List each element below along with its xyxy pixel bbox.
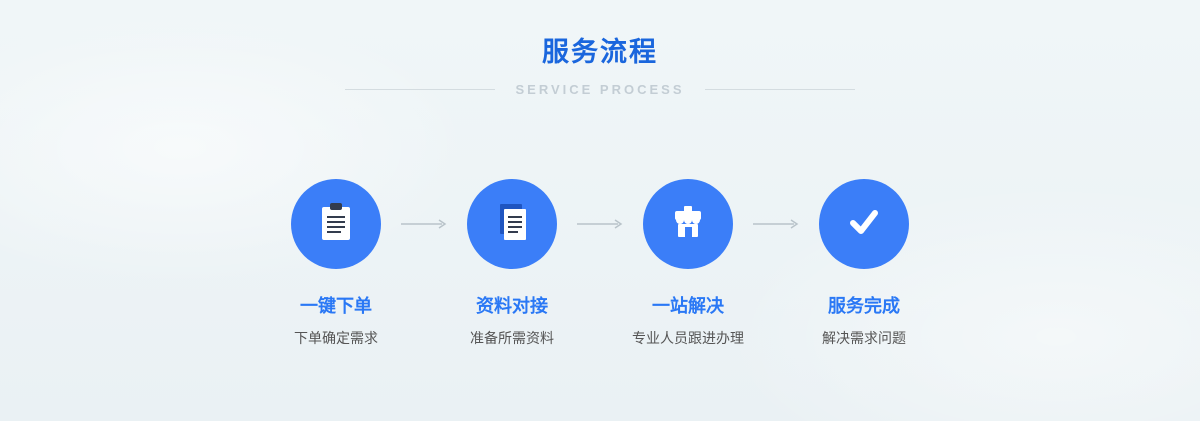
step-desc: 准备所需资料 (470, 330, 554, 346)
step-title: 服务完成 (828, 296, 900, 316)
subtitle-row: SERVICE PROCESS (0, 82, 1200, 97)
checkmark-icon (842, 200, 886, 249)
process-steps: 一键下单 下单确定需求 资料对接 准备所需资料 (0, 179, 1200, 348)
step-title: 一键下单 (300, 296, 372, 316)
divider-right (704, 89, 855, 90)
step-circle (291, 179, 381, 269)
step-desc: 下单确定需求 (294, 330, 378, 346)
step-solution: 一站解决 专业人员跟进办理 (632, 179, 744, 348)
storefront-icon (666, 200, 710, 249)
documents-icon (490, 200, 534, 249)
step-desc: 解决需求问题 (822, 330, 906, 346)
step-desc: 专业人员跟进办理 (632, 330, 744, 346)
arrow-icon (557, 179, 643, 230)
divider-left (345, 89, 496, 90)
section-subtitle: SERVICE PROCESS (515, 82, 685, 97)
step-title: 资料对接 (476, 296, 548, 316)
step-circle (643, 179, 733, 269)
step-circle (467, 179, 557, 269)
step-order: 一键下单 下单确定需求 (291, 179, 381, 348)
step-circle (819, 179, 909, 269)
step-complete: 服务完成 解决需求问题 (819, 179, 909, 348)
section-title: 服务流程 (542, 37, 658, 67)
clipboard-icon (314, 200, 358, 249)
step-materials: 资料对接 准备所需资料 (467, 179, 557, 348)
section-header: 服务流程 SERVICE PROCESS (0, 0, 1200, 97)
step-title: 一站解决 (652, 296, 724, 316)
arrow-icon (381, 179, 467, 230)
arrow-icon (733, 179, 819, 230)
